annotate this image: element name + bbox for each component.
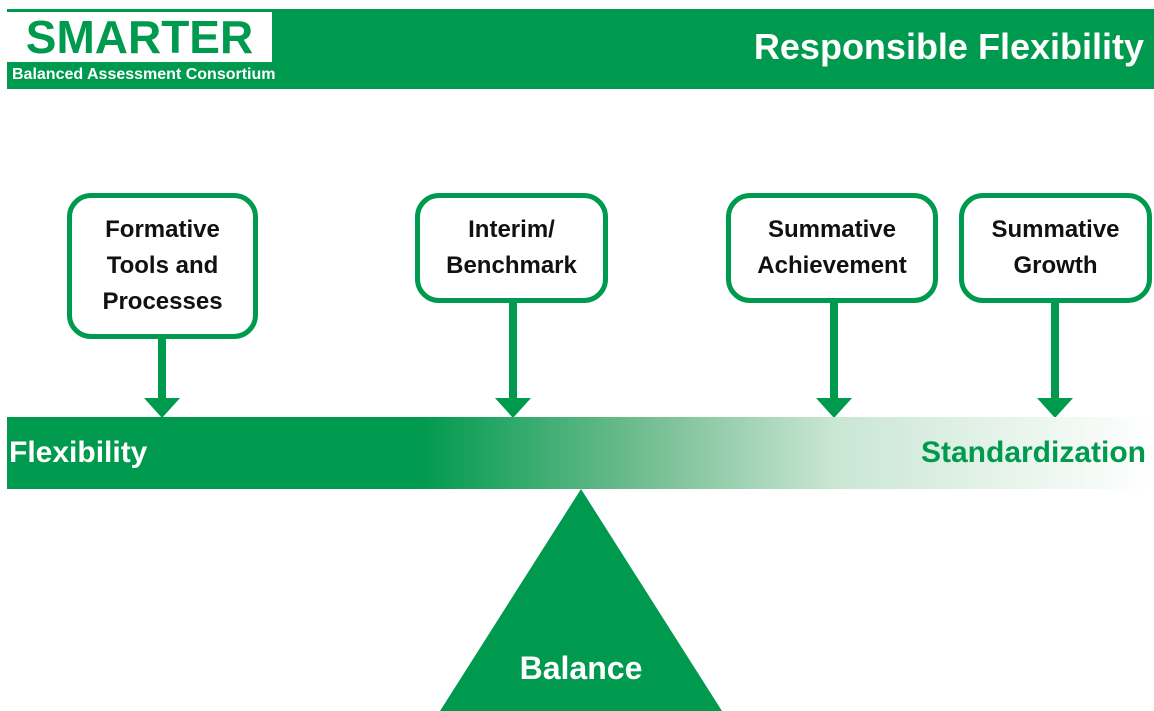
logo-subtitle: Balanced Assessment Consortium [12, 66, 276, 83]
beam-label-standardization: Standardization [920, 436, 1146, 469]
arrow-formative-head [144, 398, 180, 418]
card-summative-growth: Summative Growth [959, 193, 1152, 303]
logo-wordmark: SMARTER [7, 12, 272, 62]
arrow-growth-head [1037, 398, 1073, 418]
fulcrum-shape [440, 489, 722, 711]
beam-label-flexibility: Flexibility [9, 436, 148, 469]
card-formative: Formative Tools and Processes [67, 193, 258, 339]
card-summative-achievement: Summative Achievement [726, 193, 938, 303]
card-interim: Interim/ Benchmark [415, 193, 608, 303]
fulcrum-triangle [440, 489, 722, 711]
arrow-achievement-head [816, 398, 852, 418]
balance-beam: Flexibility Standardization [7, 417, 1154, 489]
arrow-interim-shaft [509, 303, 517, 399]
arrow-formative-shaft [158, 339, 166, 399]
fulcrum-label: Balance [519, 650, 643, 686]
logo: SMARTER Balanced Assessment Consortium [7, 9, 276, 87]
header-bar: SMARTER Balanced Assessment Consortium R… [7, 9, 1154, 89]
arrow-growth-shaft [1051, 303, 1059, 399]
page-title: Responsible Flexibility [753, 26, 1144, 67]
arrow-interim-head [495, 398, 531, 418]
arrow-achievement-shaft [830, 303, 838, 399]
